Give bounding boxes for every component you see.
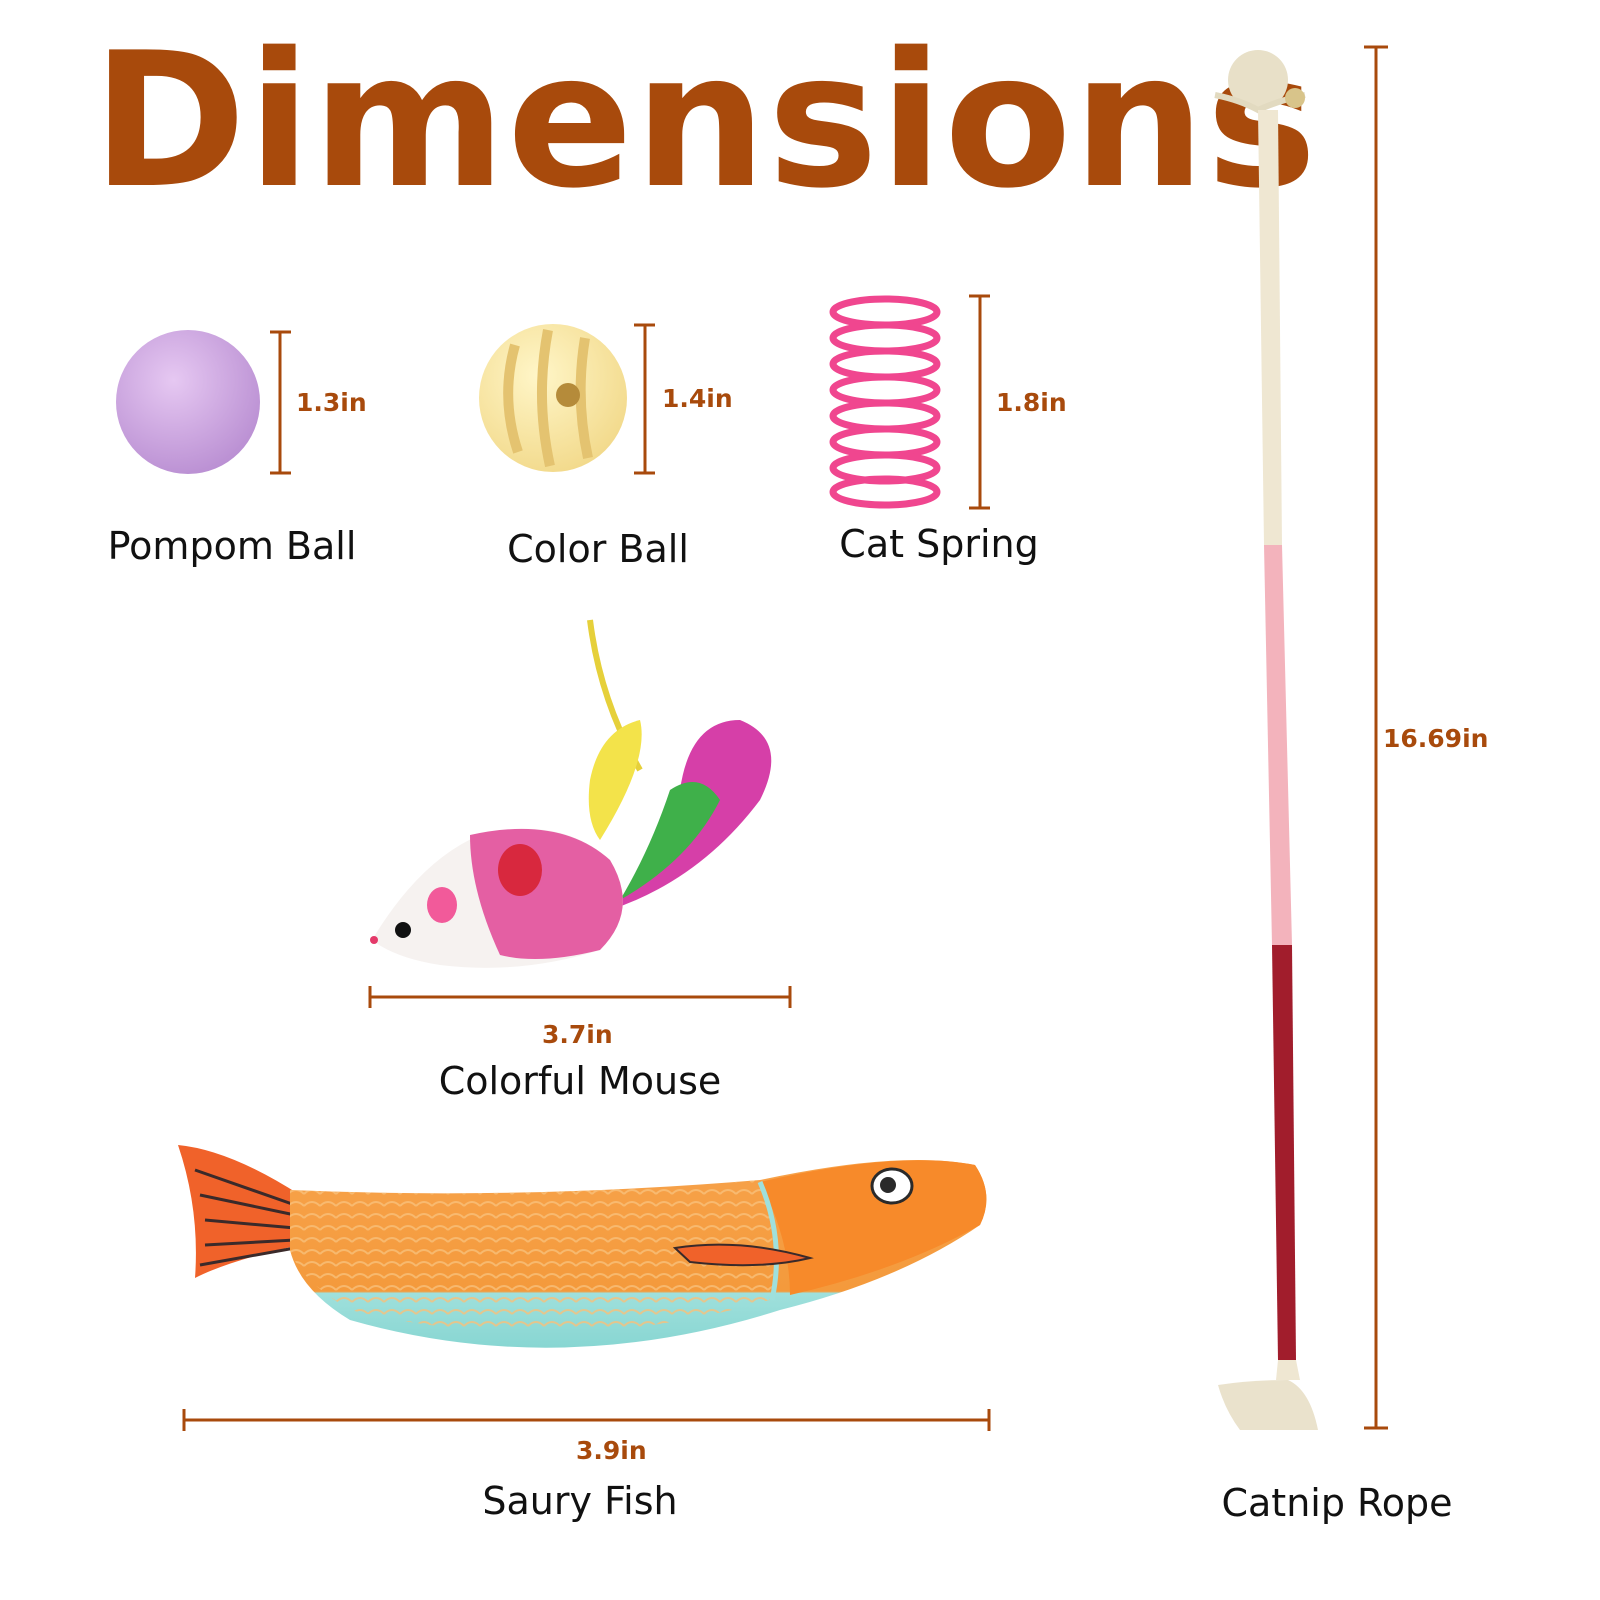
pompom-ball-icon bbox=[116, 330, 260, 474]
pompom-ball-dimension: 1.3in bbox=[296, 388, 367, 417]
color-ball-icon bbox=[479, 324, 627, 472]
saury-fish-icon bbox=[178, 1145, 987, 1348]
colorful-mouse-dimension: 3.7in bbox=[542, 1020, 613, 1049]
saury-fish-dimension: 3.9in bbox=[576, 1436, 647, 1465]
cat-spring-label: Cat Spring bbox=[839, 522, 1039, 566]
page-title: Dimensions bbox=[92, 12, 1318, 229]
pompom-ball-label: Pompom Ball bbox=[107, 524, 357, 568]
cat-spring-icon bbox=[829, 295, 941, 509]
color-ball-dimension: 1.4in bbox=[662, 384, 733, 413]
dimension-lines bbox=[182, 45, 1388, 1431]
color-ball-label: Color Ball bbox=[507, 527, 689, 571]
catnip-rope-dimension: 16.69in bbox=[1383, 724, 1489, 753]
colorful-mouse-label: Colorful Mouse bbox=[438, 1059, 722, 1103]
catnip-rope-label: Catnip Rope bbox=[1221, 1481, 1453, 1525]
saury-fish-label: Saury Fish bbox=[482, 1479, 678, 1523]
catnip-rope-icon bbox=[1214, 50, 1318, 1430]
cat-spring-dimension: 1.8in bbox=[996, 388, 1067, 417]
colorful-mouse-icon bbox=[370, 619, 772, 968]
